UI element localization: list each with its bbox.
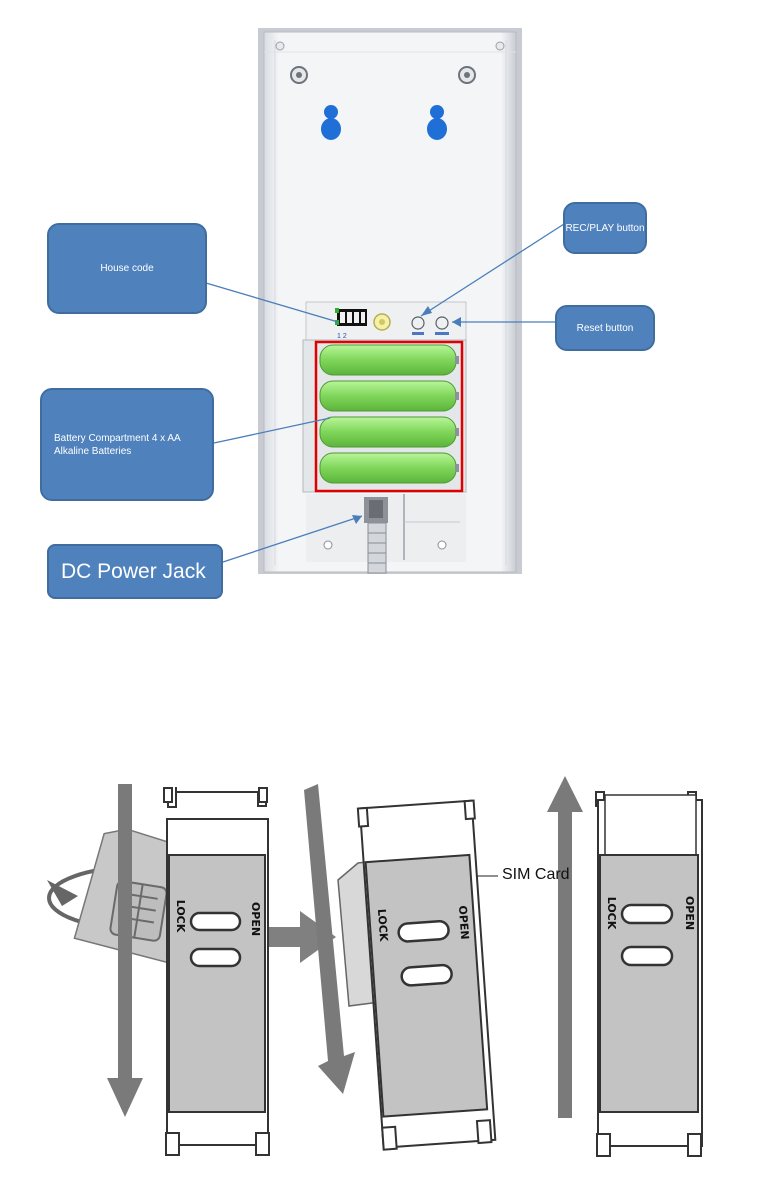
- battery-3: [320, 417, 456, 447]
- battery-1: [320, 345, 456, 375]
- screw-icon: [374, 314, 390, 330]
- callout-reset-text: Reset button: [577, 322, 634, 335]
- lift-up-arrow-icon: [547, 776, 583, 1118]
- sim-tray-2: LOCK OPEN: [358, 801, 498, 1150]
- battery-terminal-3: [455, 428, 459, 436]
- battery-4: [320, 453, 456, 483]
- battery-terminal-2: [455, 392, 459, 400]
- battery-compartment: [303, 340, 466, 492]
- tray1-open-label: OPEN: [249, 902, 262, 936]
- callout-house-code-text: House code: [100, 262, 153, 275]
- battery-terminal-4: [455, 464, 459, 472]
- rec-play-button[interactable]: [412, 317, 424, 335]
- dip-switch-numbers: 1 2: [337, 333, 347, 340]
- mount-screw-left: [291, 67, 307, 83]
- tray2-open-label: OPEN: [456, 905, 471, 940]
- reset-button[interactable]: [435, 317, 449, 335]
- dc-jack-area: [306, 494, 466, 573]
- tray3-open-label: OPEN: [683, 896, 696, 930]
- tray3-lock-label: LOCK: [605, 897, 618, 930]
- sim-tray-1: LOCK OPEN: [164, 787, 269, 1156]
- battery-terminal-1: [455, 356, 459, 364]
- callout-battery-text: Battery Compartment 4 x AA Alkaline Batt…: [54, 432, 182, 458]
- callout-rec-play: REC/PLAY button: [563, 202, 647, 254]
- tray2-lock-label: LOCK: [375, 908, 390, 942]
- callout-battery: Battery Compartment 4 x AA Alkaline Batt…: [40, 388, 214, 501]
- callout-rec-play-text: REC/PLAY button: [565, 222, 644, 235]
- tray1-lock-label: LOCK: [174, 900, 187, 933]
- callout-dc-power-jack-text: DC Power Jack: [61, 560, 206, 584]
- sim-card-label: SIM Card: [502, 866, 570, 884]
- battery-2: [320, 381, 456, 411]
- mount-screw-right: [459, 67, 475, 83]
- callout-reset: Reset button: [555, 305, 655, 351]
- sim-tray-3: LOCK OPEN: [596, 792, 702, 1156]
- callout-house-code: House code: [47, 223, 207, 314]
- inserted-sim-card: [605, 795, 696, 855]
- callout-dc-power-jack: DC Power Jack: [47, 544, 223, 599]
